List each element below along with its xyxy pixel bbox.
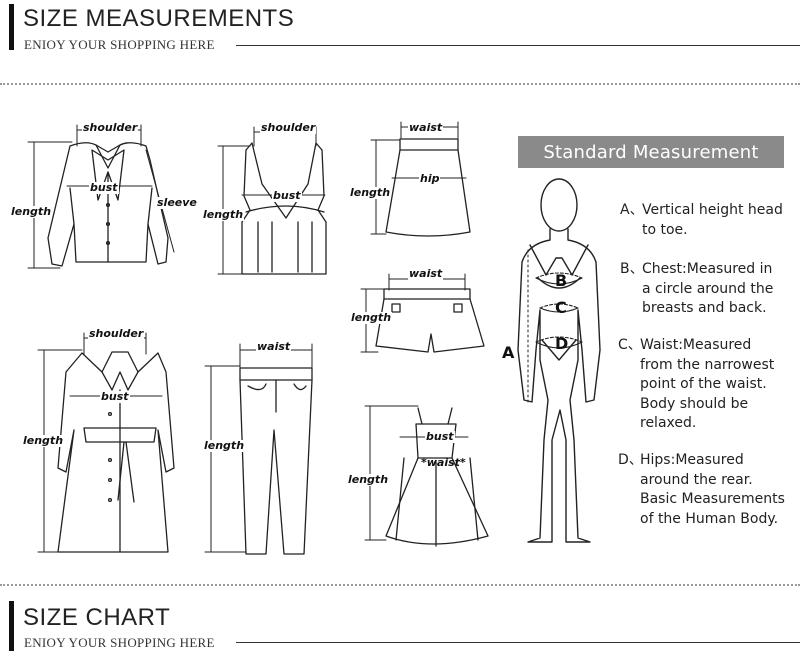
dotted-divider (0, 83, 800, 85)
shorts-length-label: length (350, 311, 393, 324)
measurement-note-b: B、Chest:Measured in a circle around the … (620, 260, 773, 319)
vest-length-label: length (202, 208, 245, 221)
shirt-bust-label: bust (89, 181, 119, 194)
skirt-length-label: length (349, 186, 392, 199)
note-d-line: Basic Measurements (640, 491, 785, 507)
dress-waist-label: *waist* (421, 456, 466, 469)
shorts-waist-label: waist (408, 267, 444, 280)
measurement-note-a: A、Vertical height head to toe. (620, 201, 783, 240)
note-b-line: a circle around the (642, 280, 774, 297)
note-c-line: relaxed. (640, 415, 697, 431)
note-d-line: of the Human Body. (640, 510, 779, 527)
shirt-shoulder-label: shoulder (82, 121, 139, 134)
shorts-illustration (360, 273, 485, 353)
header-rule (236, 45, 800, 46)
shirt-length-label: length (10, 205, 53, 218)
shirt-illustration (27, 124, 175, 269)
note-d-line: Hips:Measured (640, 452, 744, 468)
note-d-key: D、 (618, 452, 643, 468)
body-point-c: C (555, 298, 567, 317)
header-rule (236, 642, 800, 643)
measurement-note-d: D、Hips:Measured around the rear. Basic M… (618, 451, 785, 529)
standard-measurement-title: Standard Measurement (518, 136, 784, 168)
shirt-sleeve-label: sleeve (156, 196, 198, 209)
note-b-key: B、 (620, 261, 644, 277)
note-a-key: A、 (620, 202, 644, 218)
dress-bust-label: bust (425, 430, 455, 443)
skirt-hip-label: hip (419, 172, 441, 185)
note-d-line: around the rear. (640, 471, 753, 488)
coat-bust-label: bust (100, 390, 130, 403)
jeans-illustration (204, 343, 313, 555)
section-subtitle: ENIOY YOUR SHOPPING HERE (24, 635, 215, 650)
body-point-a: A (502, 343, 515, 362)
note-b-line: Chest:Measured in (642, 261, 773, 277)
note-a-line: Vertical height head (642, 202, 783, 218)
measurement-note-c: C、Waist:Measured from the narrowest poin… (618, 336, 774, 434)
header-accent-bar (9, 601, 14, 651)
jeans-waist-label: waist (256, 340, 292, 353)
page-subtitle: ENIOY YOUR SHOPPING HERE (24, 37, 215, 52)
note-a-line: to toe. (642, 221, 688, 238)
body-point-b: B (555, 271, 568, 290)
human-body-figure (517, 178, 601, 543)
note-c-line: Waist:Measured (640, 337, 752, 353)
page-title: SIZE MEASUREMENTS (23, 5, 295, 32)
dress-length-label: length (347, 473, 390, 486)
skirt-waist-label: waist (408, 121, 444, 134)
vest-shoulder-label: shoulder (260, 121, 317, 134)
note-c-line: point of the waist. (640, 376, 767, 392)
coat-length-label: length (22, 434, 65, 447)
note-c-line: Body should be (640, 395, 749, 412)
header-accent-bar (9, 4, 14, 50)
section-title: SIZE CHART (23, 604, 171, 631)
note-c-key: C、 (618, 337, 642, 353)
note-c-line: from the narrowest (640, 356, 775, 373)
coat-shoulder-label: shoulder (88, 327, 145, 340)
dotted-divider (0, 584, 800, 586)
note-b-line: breasts and back. (642, 300, 767, 316)
jeans-length-label: length (203, 439, 246, 452)
vest-bust-label: bust (272, 189, 302, 202)
body-point-d: D (555, 334, 569, 353)
